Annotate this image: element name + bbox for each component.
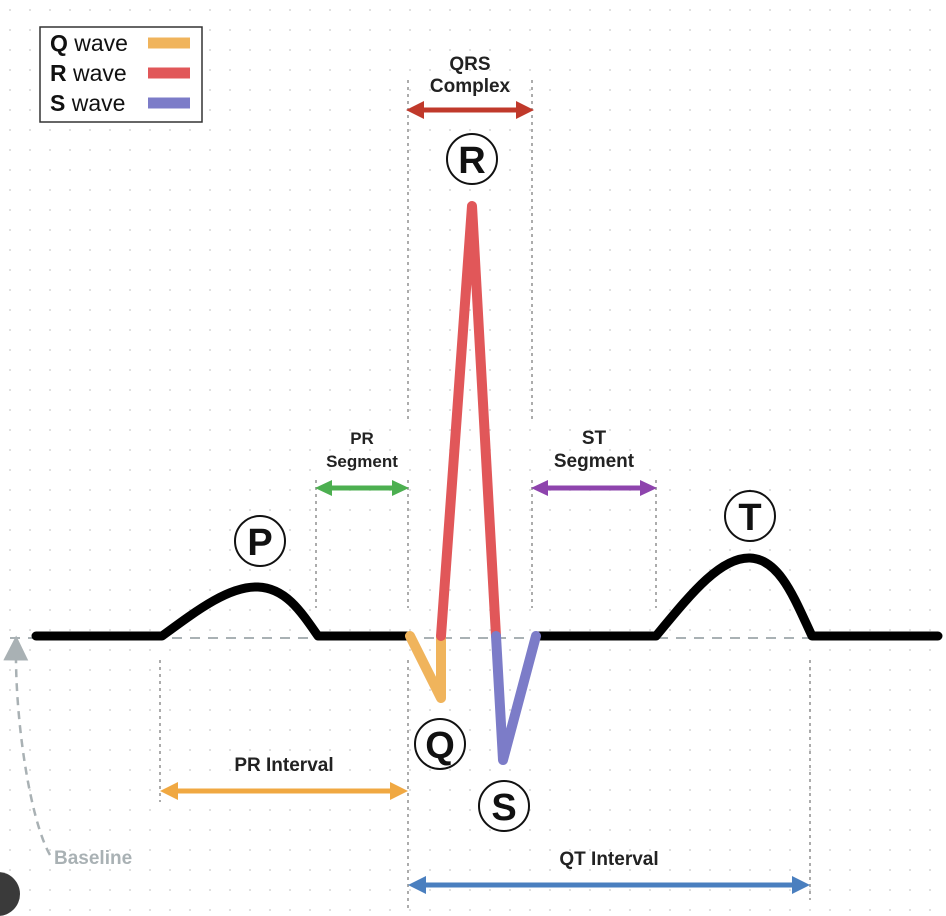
q-wave-trace [405,631,446,703]
s-wave-letter: S [491,787,516,829]
legend: Q wave R wave S wave [39,26,203,123]
legend-r-letter: R [50,60,67,86]
corner-dot [0,872,20,916]
p-wave-marker: P [234,515,286,567]
q-wave-marker: Q [414,718,466,770]
r-wave-trace [436,201,501,641]
st-segment-label-line1: ST [582,428,607,449]
ecg-trace [31,553,943,641]
pr-interval-label: PR Interval [234,755,333,776]
qt-interval-arrow [408,876,810,894]
pr-segment-arrow [315,480,409,496]
legend-s-letter: S [50,90,65,116]
qrs-complex-label-line1: QRS [449,54,490,75]
legend-item-r: R wave [50,60,190,86]
svg-text:Q wave: Q wave [50,30,128,56]
svg-text:R wave: R wave [50,60,127,86]
legend-s-word: wave [71,90,126,116]
qt-interval-label: QT Interval [559,849,658,870]
baseline-pointer-arrow [3,635,52,856]
legend-item-s: S wave [50,90,190,116]
t-wave-letter: T [738,497,761,539]
s-wave-marker: S [478,780,530,832]
pr-segment-label-line2: Segment [326,452,398,471]
q-wave-letter: Q [425,725,455,767]
legend-q-word: wave [73,30,128,56]
p-wave-letter: P [247,522,272,564]
legend-item-q: Q wave [50,30,190,56]
st-segment-arrow [531,480,657,496]
pr-segment-label-line1: PR [350,429,374,448]
s-wave-trace [491,631,541,765]
p-wave-trace [31,582,415,641]
legend-r-word: wave [72,60,127,86]
t-wave-marker: T [724,490,776,542]
st-segment-label-line2: Segment [554,451,635,472]
r-wave-letter: R [458,140,485,182]
t-wave-trace [531,553,943,641]
legend-q-letter: Q [50,30,68,56]
baseline-label: Baseline [54,848,132,869]
qrs-complex-arrow [406,101,534,119]
r-wave-marker: R [446,133,498,185]
pr-interval-arrow [160,782,408,800]
guide-lines [159,80,811,910]
qrs-complex-label-line2: Complex [430,76,511,97]
svg-text:S wave: S wave [50,90,125,116]
